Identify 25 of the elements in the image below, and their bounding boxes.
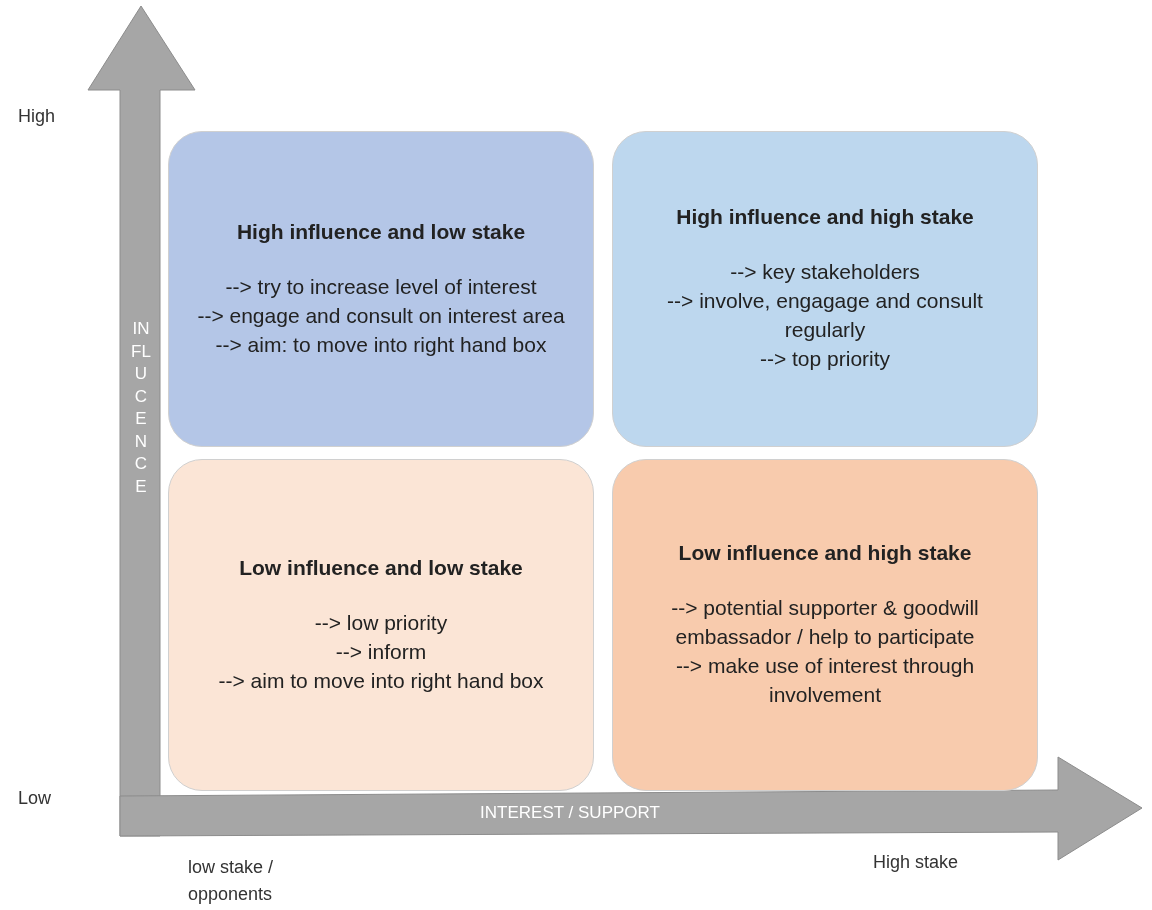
quadrant-point: --> engage and consult on interest area [197, 302, 565, 329]
axis-title: INFLUCENCE [130, 318, 152, 498]
quadrant-heading: Low influence and high stake [678, 541, 972, 565]
quadrant-point: --> key stakeholders [730, 259, 920, 285]
quadrant-point: --> aim to move into right hand box [218, 667, 544, 694]
quadrant-box [612, 131, 1038, 447]
quadrant-box [612, 459, 1038, 791]
quadrant-box [168, 131, 594, 447]
axis-end-label: low stake / opponents [188, 856, 275, 906]
quadrant-point: --> try to increase level of interest [225, 273, 537, 300]
quadrant-heading: High influence and low stake [236, 219, 526, 244]
quadrant-point: --> low priority [314, 609, 448, 636]
quadrant-point: --> top priority [759, 346, 891, 372]
axis-title: INTEREST / SUPPORT [479, 803, 661, 823]
axis-level-label: Low [18, 788, 52, 809]
quadrant-point: --> aim: to move into right hand box [215, 331, 547, 358]
quadrant-point: --> involve, engagage and consult regularly [666, 288, 984, 343]
axis-level-label: High [18, 106, 56, 127]
axis-end-label: High stake [873, 852, 959, 873]
quadrant-heading: Low influence and low stake [239, 555, 523, 580]
quadrant-point: --> make use of interest through involvement [674, 653, 976, 708]
quadrant-point: --> potential supporter & goodwill embassador / help to participate [670, 595, 980, 650]
quadrant-point: --> inform [335, 638, 427, 665]
quadrant-box [168, 459, 594, 791]
quadrant-heading: High influence and high stake [676, 205, 974, 229]
